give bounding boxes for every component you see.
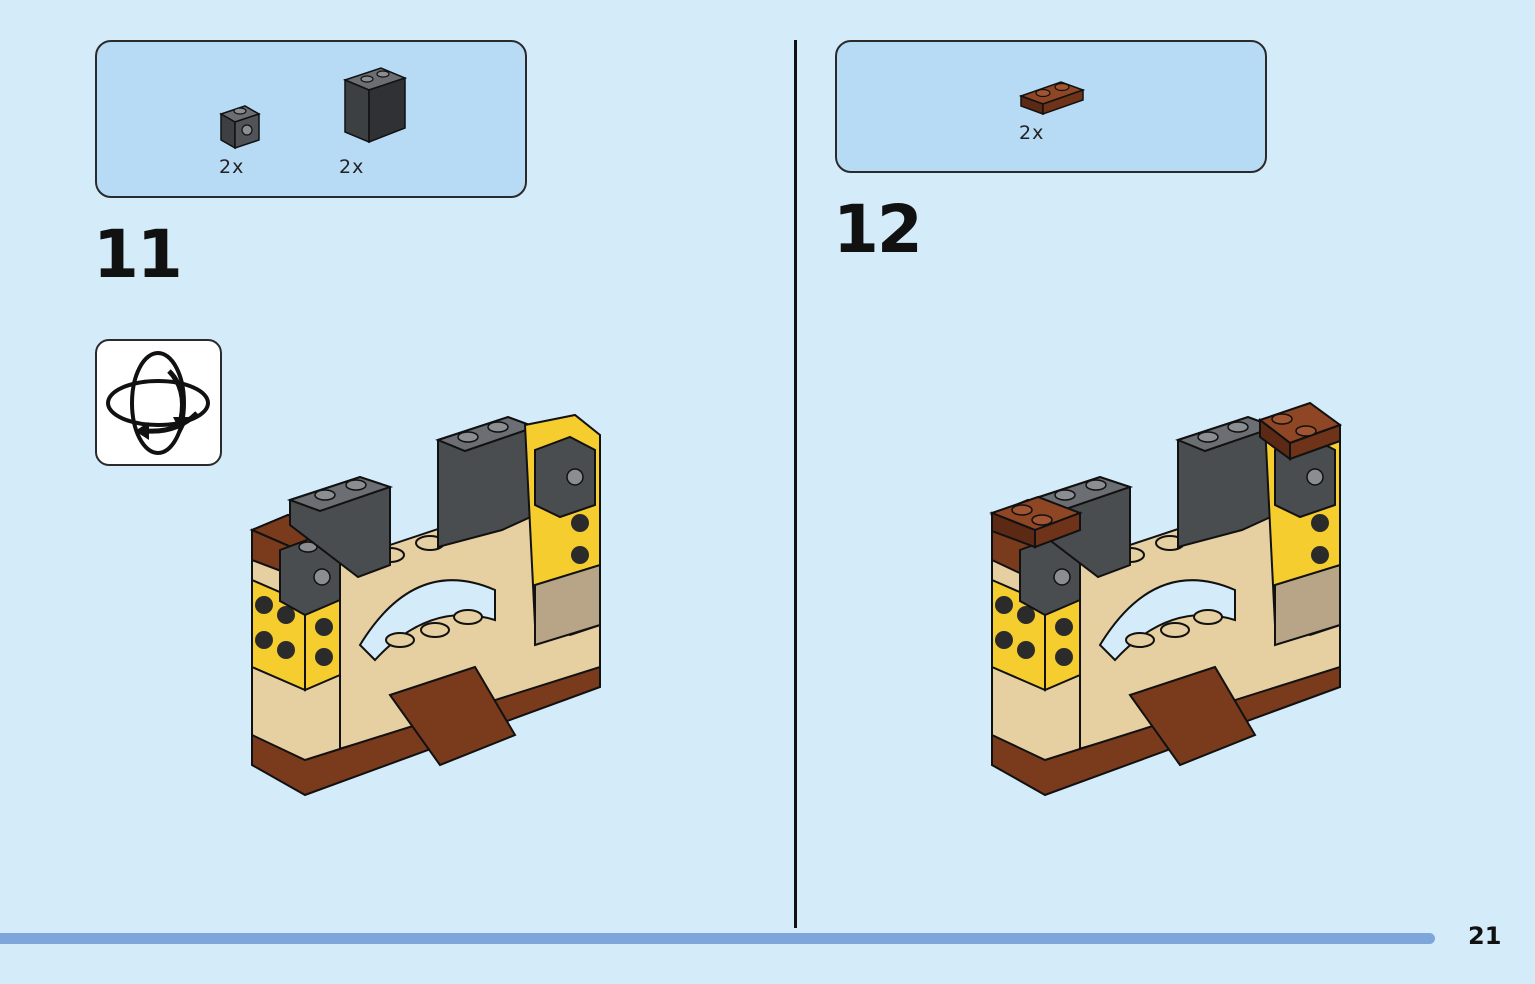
build-model-step-12: [989, 401, 1343, 797]
bracket-brick-part: [219, 105, 261, 150]
step-number-12: 12: [833, 191, 923, 268]
rotate-model-icon: [106, 351, 210, 455]
rotate-callout: [95, 339, 222, 466]
parts-callout-step-11: 2x 2x: [95, 40, 527, 198]
panel-part: [342, 67, 408, 144]
part-qty-panel: 2x: [339, 156, 365, 178]
page-divider: [794, 40, 797, 928]
plate-part: [1018, 81, 1086, 116]
build-model-step-11: [249, 413, 601, 797]
part-qty-bracket: 2x: [219, 156, 245, 178]
step-number-11: 11: [93, 216, 183, 293]
page-number: 21: [1468, 922, 1502, 950]
parts-callout-step-12: 2x: [835, 40, 1267, 173]
part-qty-plate: 2x: [1019, 122, 1045, 144]
progress-bar: [0, 933, 1435, 944]
